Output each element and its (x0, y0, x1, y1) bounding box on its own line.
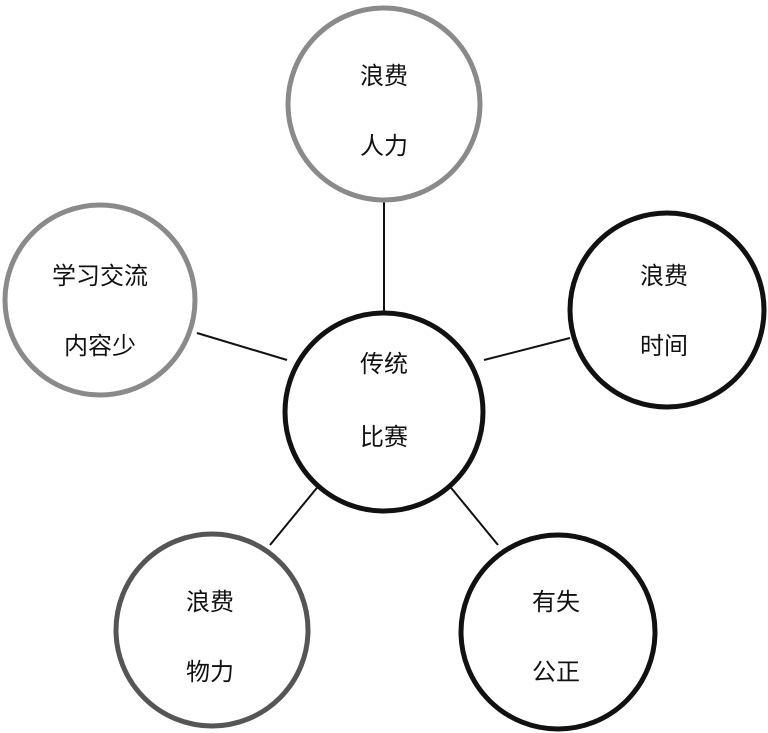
center-node: 传统 比赛 (282, 310, 486, 514)
node-bottom-left-line2: 物力 (186, 658, 234, 686)
node-bottom-left: 浪费 物力 (113, 531, 311, 729)
connector-bottom-right (442, 477, 499, 546)
node-bottom-right: 有失 公正 (458, 532, 658, 732)
node-right-line1: 浪费 (640, 262, 688, 290)
node-bottom-right-line2: 公正 (532, 658, 580, 686)
node-left: 学习交流 内容少 (2, 202, 198, 398)
connector-bottom-left (269, 477, 326, 546)
node-top-line2: 人力 (360, 132, 408, 160)
node-bottom-left-line1: 浪费 (186, 588, 234, 616)
center-label-line2: 比赛 (360, 423, 408, 451)
node-left-line2: 内容少 (64, 332, 136, 360)
node-top: 浪费 人力 (285, 5, 483, 203)
center-label-line1: 传统 (360, 350, 408, 378)
node-top-line1: 浪费 (360, 62, 408, 90)
connector-right (483, 337, 571, 361)
connector-left (196, 332, 288, 361)
node-bottom-right-line1: 有失 (532, 588, 580, 616)
node-right: 浪费 时间 (567, 210, 767, 410)
node-right-line2: 时间 (640, 332, 688, 360)
node-left-line1: 学习交流 (52, 262, 148, 290)
